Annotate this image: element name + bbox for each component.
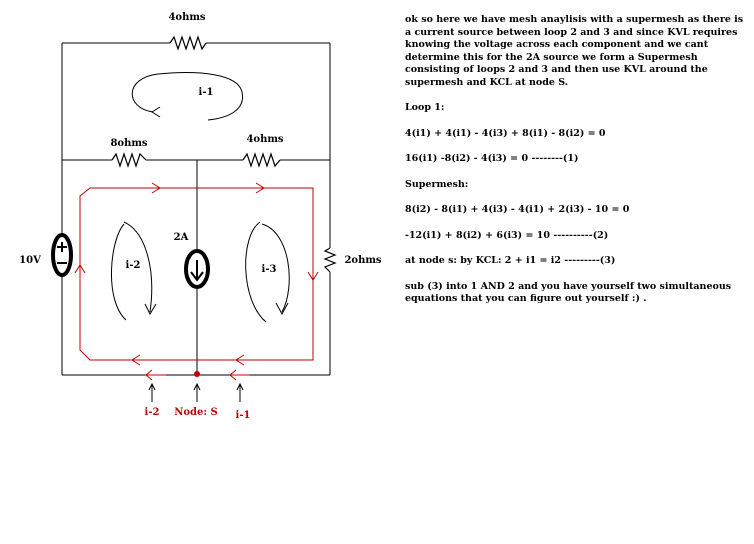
loop1-heading: Loop 1: xyxy=(405,102,445,113)
notes-intro: ok so here we have mesh anaylisis with a… xyxy=(405,14,744,88)
label-pointers xyxy=(148,382,244,402)
notes-conclusion: sub (3) into 1 AND 2 and you have yourse… xyxy=(405,280,732,305)
label-r-left: 8ohms xyxy=(110,138,147,149)
label-mesh2: i-2 xyxy=(126,260,141,271)
mesh-arrows xyxy=(110,72,290,323)
supermesh-heading: Supermesh: xyxy=(405,178,469,190)
resistor-mid xyxy=(242,152,281,168)
label-mesh3: i-3 xyxy=(262,264,277,275)
label-arrow-i2: i-2 xyxy=(145,407,160,418)
supermesh-equation-2: -12(i1) + 8(i2) + 6(i3) = 10 ----------(… xyxy=(405,229,609,241)
resistor-top xyxy=(169,35,207,51)
label-v-source: 10V xyxy=(19,255,41,266)
circuit-diagram: 4ohms i-1 8ohms 4ohms 2A 10V i-2 i-3 2oh… xyxy=(19,12,382,421)
circuit-wires xyxy=(61,42,331,376)
loop1-equation-2: 16(i1) -8(i2) - 4(i3) = 0 --------(1) xyxy=(405,153,579,164)
current-source xyxy=(184,249,210,289)
label-r-mid: 4ohms xyxy=(246,134,283,145)
resistor-left xyxy=(111,152,147,168)
label-node-s: Node: S xyxy=(174,407,218,418)
supermesh-equation-1: 8(i2) - 8(i1) + 4(i3) - 4(i1) + 2(i3) - … xyxy=(405,204,630,215)
loop1-equation-1: 4(i1) + 4(i1) - 4(i3) + 8(i1) - 8(i2) = … xyxy=(405,127,606,139)
voltage-source xyxy=(51,233,73,277)
kcl-equation: at node s: by KCL: 2 + i1 = i2 ---------… xyxy=(405,255,616,266)
label-arrow-i1: i-1 xyxy=(236,410,251,421)
supermesh-loop xyxy=(74,182,319,381)
label-mesh1: i-1 xyxy=(199,87,214,98)
label-r-right: 2ohms xyxy=(344,255,381,266)
resistor-right xyxy=(323,247,337,273)
label-i-source: 2A xyxy=(174,232,189,243)
node-s-dot xyxy=(194,371,200,377)
explanation-notes: ok so here we have mesh anaylisis with a… xyxy=(405,14,745,319)
label-r-top: 4ohms xyxy=(168,12,205,23)
